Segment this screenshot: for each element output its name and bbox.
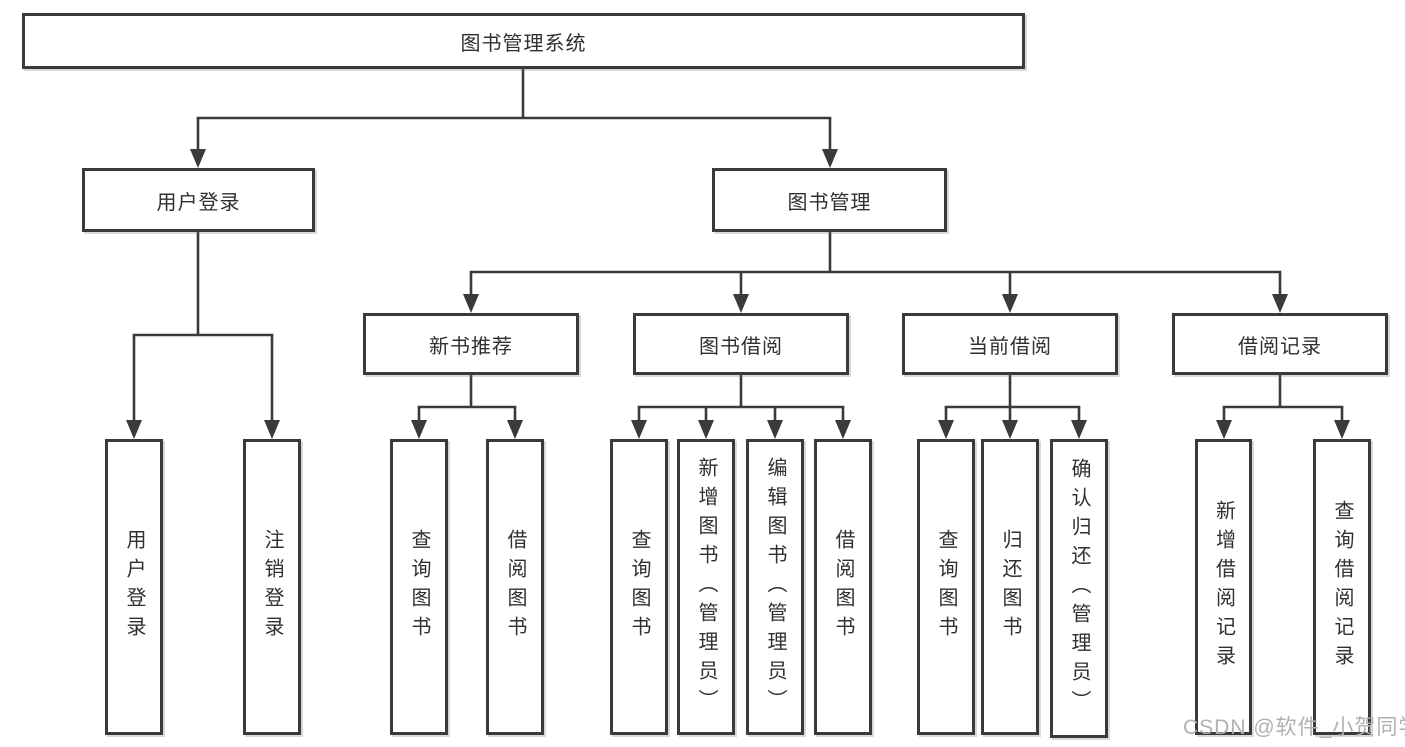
arrowhead-icon xyxy=(1334,420,1350,439)
arrowhead-icon xyxy=(463,294,479,313)
node-leaf-borrow-books-borrow: 借阅图书 xyxy=(814,439,872,735)
node-book-borrowing: 图书借阅 xyxy=(633,313,849,375)
node-label: 图书借阅 xyxy=(699,335,783,358)
node-book-management: 图书管理 xyxy=(712,168,947,232)
node-leaf-confirm-return-admin: 确认归还（管理员） xyxy=(1050,439,1108,738)
node-label: 编辑图书（管理员） xyxy=(764,456,786,718)
node-leaf-logout: 注销登录 xyxy=(243,439,301,735)
arrowhead-icon xyxy=(631,420,647,439)
arrowhead-icon xyxy=(1002,420,1018,439)
node-leaf-add-borrow-record: 新增借阅记录 xyxy=(1195,439,1252,735)
node-library-management-system: 图书管理系统 xyxy=(22,13,1025,69)
node-label: 借阅图书 xyxy=(504,529,526,645)
arrowhead-icon xyxy=(126,420,142,439)
node-label: 图书管理 xyxy=(787,191,872,214)
node-label: 新增图书（管理员） xyxy=(695,456,717,718)
node-label: 确认归还（管理员） xyxy=(1068,458,1090,719)
node-borrowing-records: 借阅记录 xyxy=(1172,313,1388,375)
arrowhead-icon xyxy=(264,420,280,439)
arrowhead-icon xyxy=(507,420,523,439)
node-leaf-edit-books-admin: 编辑图书（管理员） xyxy=(746,439,804,735)
arrowhead-icon xyxy=(767,420,783,439)
csdn-watermark: CSDN @软件_小贺同学 xyxy=(1183,716,1405,739)
node-label: 图书管理系统 xyxy=(460,32,587,55)
node-current-borrowing: 当前借阅 xyxy=(902,313,1118,375)
node-user-login: 用户登录 xyxy=(82,168,315,232)
node-leaf-query-borrow-record: 查询借阅记录 xyxy=(1313,439,1371,735)
node-leaf-return-books: 归还图书 xyxy=(981,439,1039,735)
node-label: 查询借阅记录 xyxy=(1331,500,1353,674)
node-leaf-query-books-borrow: 查询图书 xyxy=(610,439,668,735)
arrowhead-icon xyxy=(1272,294,1288,313)
node-label: 借阅图书 xyxy=(832,529,854,645)
node-label: 新书推荐 xyxy=(429,335,513,358)
arrowhead-icon xyxy=(938,420,954,439)
arrowhead-icon xyxy=(1002,294,1018,313)
arrowhead-icon xyxy=(822,149,838,168)
arrowhead-icon xyxy=(835,420,851,439)
node-label: 新增借阅记录 xyxy=(1212,500,1235,674)
node-label: 注销登录 xyxy=(261,529,283,645)
arrowhead-icon xyxy=(698,420,714,439)
node-label: 归还图书 xyxy=(999,529,1021,645)
node-label: 用户登录 xyxy=(156,191,241,214)
arrowhead-icon xyxy=(1216,420,1232,439)
node-label: 查询图书 xyxy=(935,529,957,645)
node-label: 借阅记录 xyxy=(1238,335,1322,358)
node-leaf-query-books-recommend: 查询图书 xyxy=(390,439,448,735)
node-leaf-query-books-current: 查询图书 xyxy=(917,439,975,735)
node-leaf-add-books-admin: 新增图书（管理员） xyxy=(677,439,735,735)
node-leaf-user-login: 用户登录 xyxy=(105,439,163,735)
node-new-book-recommendation: 新书推荐 xyxy=(363,313,579,375)
node-label: 查询图书 xyxy=(628,529,650,645)
node-label: 当前借阅 xyxy=(968,335,1052,358)
arrowhead-icon xyxy=(733,294,749,313)
node-leaf-borrow-books-recommend: 借阅图书 xyxy=(486,439,544,735)
arrowhead-icon xyxy=(411,420,427,439)
arrowhead-icon xyxy=(190,149,206,168)
node-label: 用户登录 xyxy=(123,529,145,645)
node-label: 查询图书 xyxy=(408,529,430,645)
arrowhead-icon xyxy=(1071,420,1087,439)
